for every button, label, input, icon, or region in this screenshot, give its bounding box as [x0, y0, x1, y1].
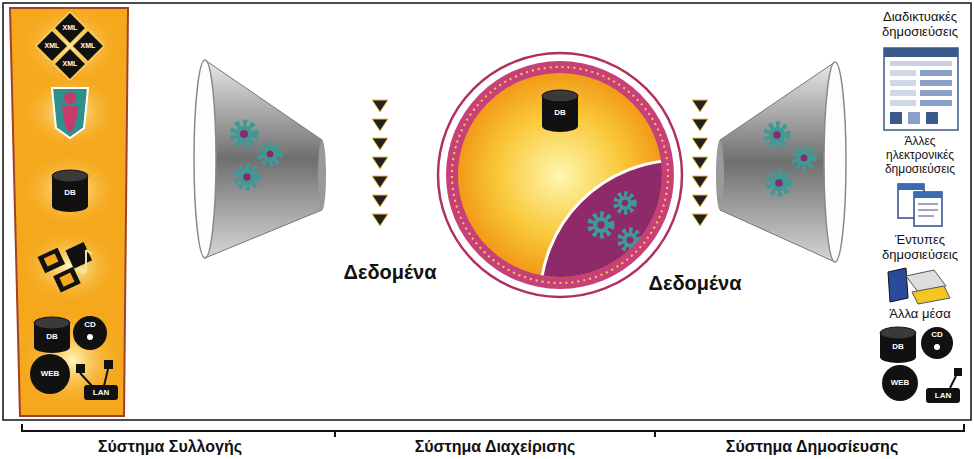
input-funnel: [194, 60, 326, 258]
system-label: Σύστημα Συλλογής: [98, 438, 242, 456]
system-label: Σύστημα Δημοσίευσης: [726, 438, 898, 456]
icon-label: WEB: [891, 378, 910, 387]
document-icon: [898, 184, 942, 226]
data-label: Δεδομένα: [649, 272, 742, 295]
publication-label: Έντυπες δημοσιεύσεις: [870, 233, 970, 263]
printed-icon: [888, 268, 950, 304]
collection-band: [10, 6, 128, 416]
data-arrows: [372, 100, 388, 226]
icon-label: WEB: [41, 369, 60, 378]
icon-label: CD: [931, 330, 943, 339]
icon-label: DB: [64, 188, 76, 197]
data-label: Δεδομένα: [344, 261, 437, 284]
media-cluster: [880, 327, 962, 403]
icon-label: XML: [81, 42, 96, 50]
system-label: Σύστημα Διαχείρισης: [415, 438, 576, 456]
publication-label: Διαδικτυακές δημοσιεύσεις: [870, 10, 970, 40]
icon-label: LAN: [935, 391, 951, 400]
data-arrows: [692, 100, 708, 226]
publication-label: Άλλες ηλεκτρονικές δημοσιεύσεις: [870, 135, 970, 176]
frame: [3, 3, 971, 420]
icon-label: XML: [45, 42, 60, 50]
icon-label: CD: [84, 320, 96, 329]
web-page-icon: [884, 48, 958, 130]
output-funnel: [716, 62, 846, 262]
section-bracket: [22, 424, 964, 437]
icon-label: DB: [892, 342, 904, 351]
publication-label: Άλλα μέσα: [870, 307, 970, 322]
icon-label: DB: [46, 332, 58, 341]
icon-label: XML: [63, 24, 78, 32]
icon-label: DB: [554, 108, 566, 117]
icon-label: LAN: [93, 388, 109, 397]
icon-label: XML: [63, 60, 78, 68]
